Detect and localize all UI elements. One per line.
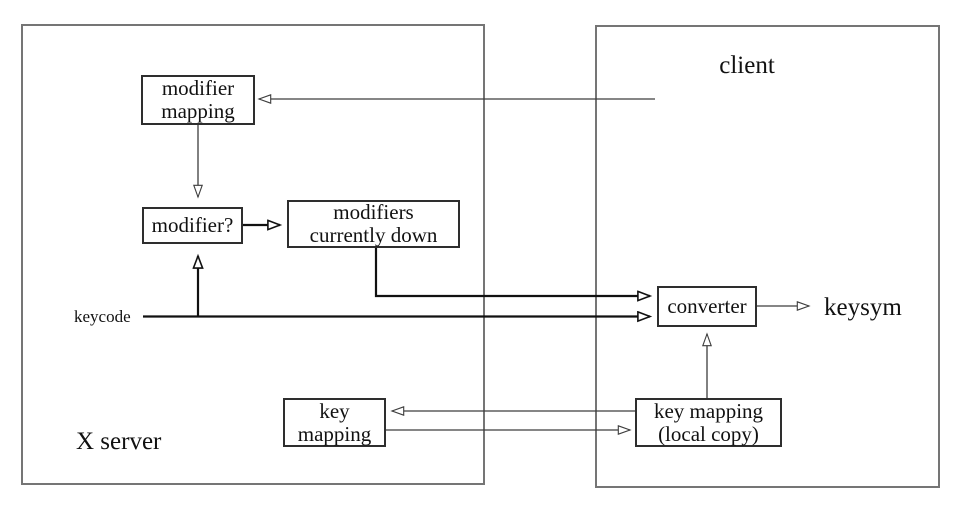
node-label-line: (local copy) <box>658 421 759 446</box>
node-label-line: currently down <box>309 223 438 247</box>
client-label: client <box>719 52 775 79</box>
node-label-line: mapping <box>161 99 235 123</box>
node-converter: converter <box>657 286 757 327</box>
node-key-mapping-local-copy: key mapping (local copy) <box>635 398 782 447</box>
node-label-line: modifiers <box>333 200 414 224</box>
node-modifier-check: modifier? <box>142 207 243 244</box>
node-label-line: modifier? <box>151 213 234 237</box>
node-modifier-mapping: modifier mapping <box>141 75 255 125</box>
keycode-label: keycode <box>74 307 131 326</box>
node-key-mapping-server: key mapping <box>283 398 386 447</box>
node-label-line: modifier <box>161 76 235 100</box>
node-label-line: mapping <box>297 421 372 446</box>
keysym-label: keysym <box>824 294 902 321</box>
node-label-line: key mapping <box>653 398 764 423</box>
node-modifiers-currently-down: modifiers currently down <box>287 200 460 248</box>
x-server-box <box>21 24 485 485</box>
node-label-line: converter <box>667 294 747 318</box>
arrow-modifiers-down-to-converter <box>374 248 650 296</box>
node-label-line: key <box>319 398 350 423</box>
x-server-label: X server <box>76 428 162 455</box>
client-box <box>595 25 940 488</box>
